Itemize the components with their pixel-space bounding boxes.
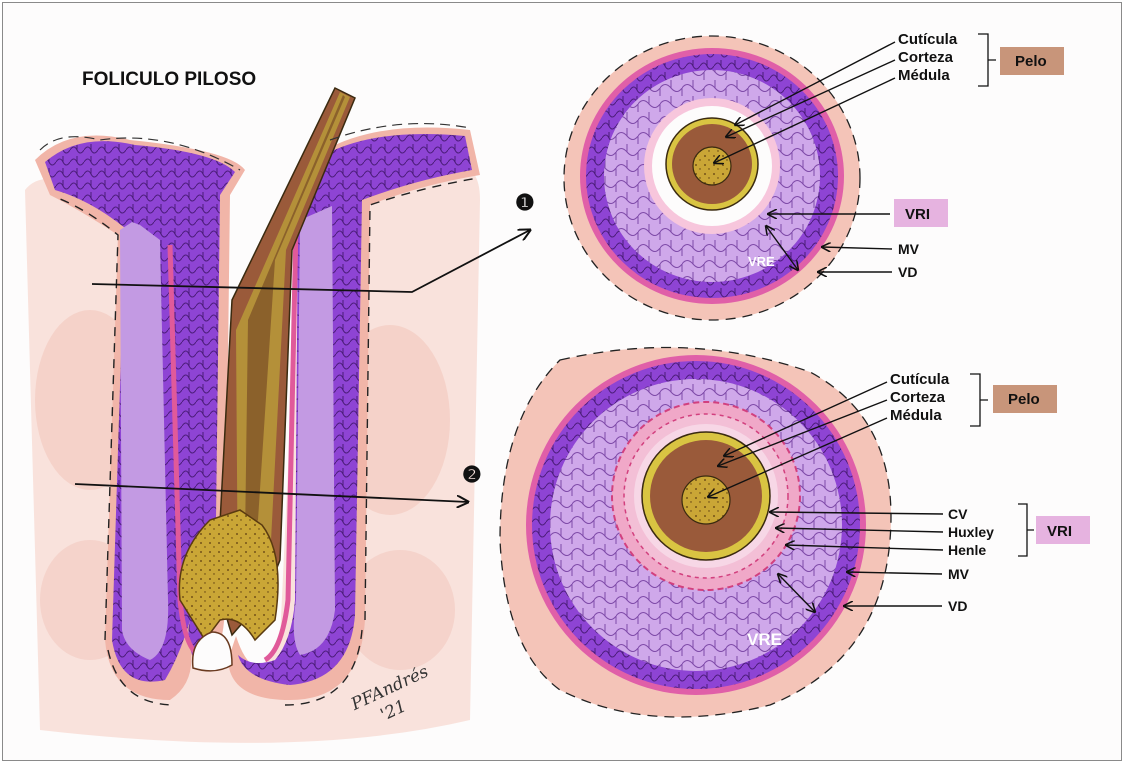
s1-vri-label: VRI <box>905 206 930 223</box>
s2-medulla <box>682 476 730 524</box>
s2-mv-label: MV <box>948 566 970 582</box>
s1-vd-label: VD <box>898 264 917 280</box>
s1-pelo-label: Pelo <box>1015 53 1047 70</box>
s2-vri-bracket <box>1018 504 1034 556</box>
s2-hair-bracket <box>970 374 988 426</box>
s1-hair-bracket <box>978 34 996 86</box>
s2-medulla-label: Médula <box>890 407 942 424</box>
follicle-longitudinal <box>25 88 530 743</box>
right-sheath-light <box>294 206 335 655</box>
s2-pelo-label: Pelo <box>1008 391 1040 408</box>
s1-cuticle-label: Cutícula <box>898 31 958 48</box>
s2-vre-label: VRE <box>747 630 782 649</box>
s1-vre-label: VRE <box>748 254 775 269</box>
s2-cuticle-label: Cutícula <box>890 371 950 388</box>
s1-cortex-label: Corteza <box>898 49 954 66</box>
figure-title: FOLICULO PILOSO <box>82 69 256 90</box>
section-2-cross-section <box>500 348 891 718</box>
s2-henle-label: Henle <box>948 542 986 558</box>
s2-vri-label: VRI <box>1047 523 1072 540</box>
section-1-cross-section <box>564 36 860 320</box>
s2-vd-label: VD <box>948 598 967 614</box>
s2-cortex-label: Corteza <box>890 389 946 406</box>
section-1-marker: ❶ <box>515 190 535 215</box>
s2-cv-label: CV <box>948 506 968 522</box>
s1-mv-label: MV <box>898 241 920 257</box>
left-sheath-light <box>120 222 168 660</box>
s2-huxley-label: Huxley <box>948 524 994 540</box>
section-2-marker: ❷ <box>462 462 482 487</box>
s1-medulla-label: Médula <box>898 67 950 84</box>
s1-medulla <box>693 147 731 185</box>
